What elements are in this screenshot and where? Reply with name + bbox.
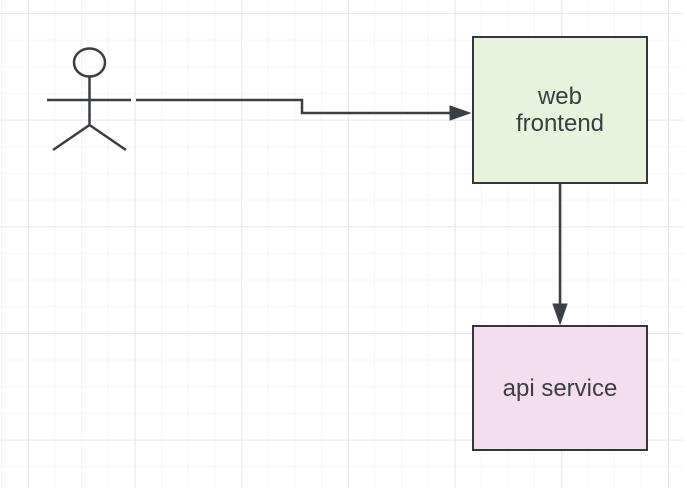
edge-actor-to-web-frontend-line — [136, 98, 451, 115]
node-web-frontend[interactable]: web frontend — [472, 36, 648, 184]
edge-actor-to-web-frontend-arrowhead-icon — [449, 105, 472, 121]
node-api-service[interactable]: api service — [472, 325, 648, 451]
edge-actor-to-web-frontend[interactable] — [136, 98, 472, 121]
node-web-frontend-label: web frontend — [515, 83, 605, 137]
node-api-service-label: api service — [502, 374, 618, 402]
actor-head — [72, 47, 107, 78]
edge-web-frontend-to-api-service[interactable] — [552, 184, 568, 326]
user-actor-shape[interactable] — [47, 47, 131, 152]
edge-web-frontend-to-api-service-arrowhead-icon — [552, 303, 568, 326]
actor-leg-left — [52, 123, 91, 152]
actor-leg-right — [88, 123, 127, 152]
